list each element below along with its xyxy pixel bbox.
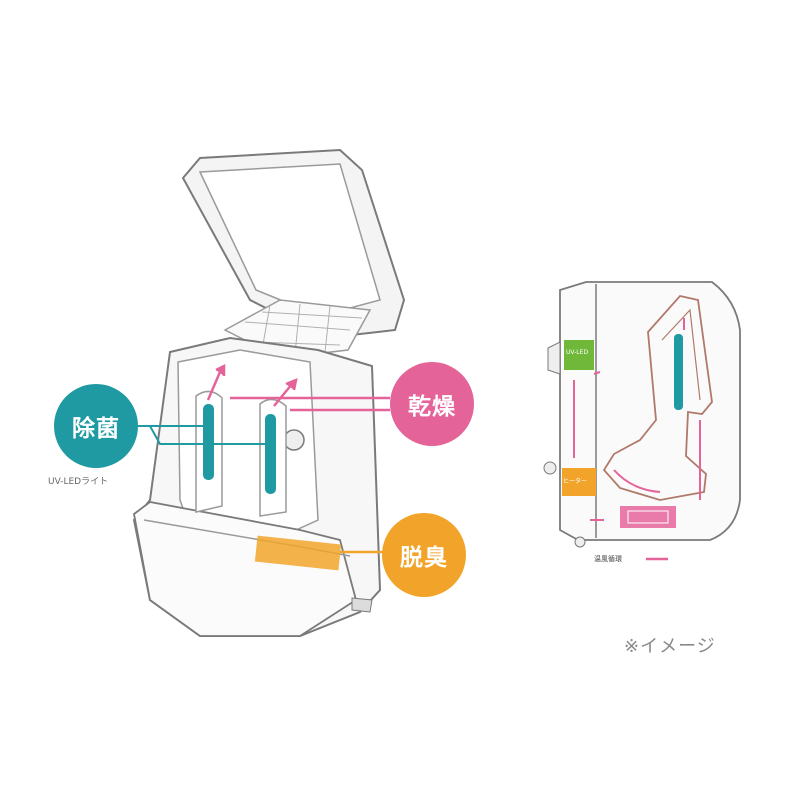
lid [181,148,406,359]
side-heater [562,468,596,496]
sterilize-leader-lines [138,425,270,445]
side-view [543,281,741,561]
side-uv-panel-label: UV-LED [566,349,589,356]
deodorize-badge: 脱臭 [382,513,466,597]
uv-led-light-left [203,404,214,480]
shoe-holders [195,390,287,517]
deodorize-filter [254,535,342,571]
device-body [132,336,382,637]
image-note: ※イメージ [624,636,716,657]
dry-airflow-arrows [206,363,390,412]
side-heater-label: ヒーター [563,478,588,485]
uv-led-light-right [265,414,276,494]
uv-led-caption: UV-LEDライト [48,477,109,487]
airflow-legend-label: 温風循環 [594,555,622,563]
sterilize-badge: 除菌 [54,384,138,468]
dry-badge: 乾燥 [390,362,474,446]
side-uv-rod [674,334,683,410]
side-uv-panel [564,340,594,370]
